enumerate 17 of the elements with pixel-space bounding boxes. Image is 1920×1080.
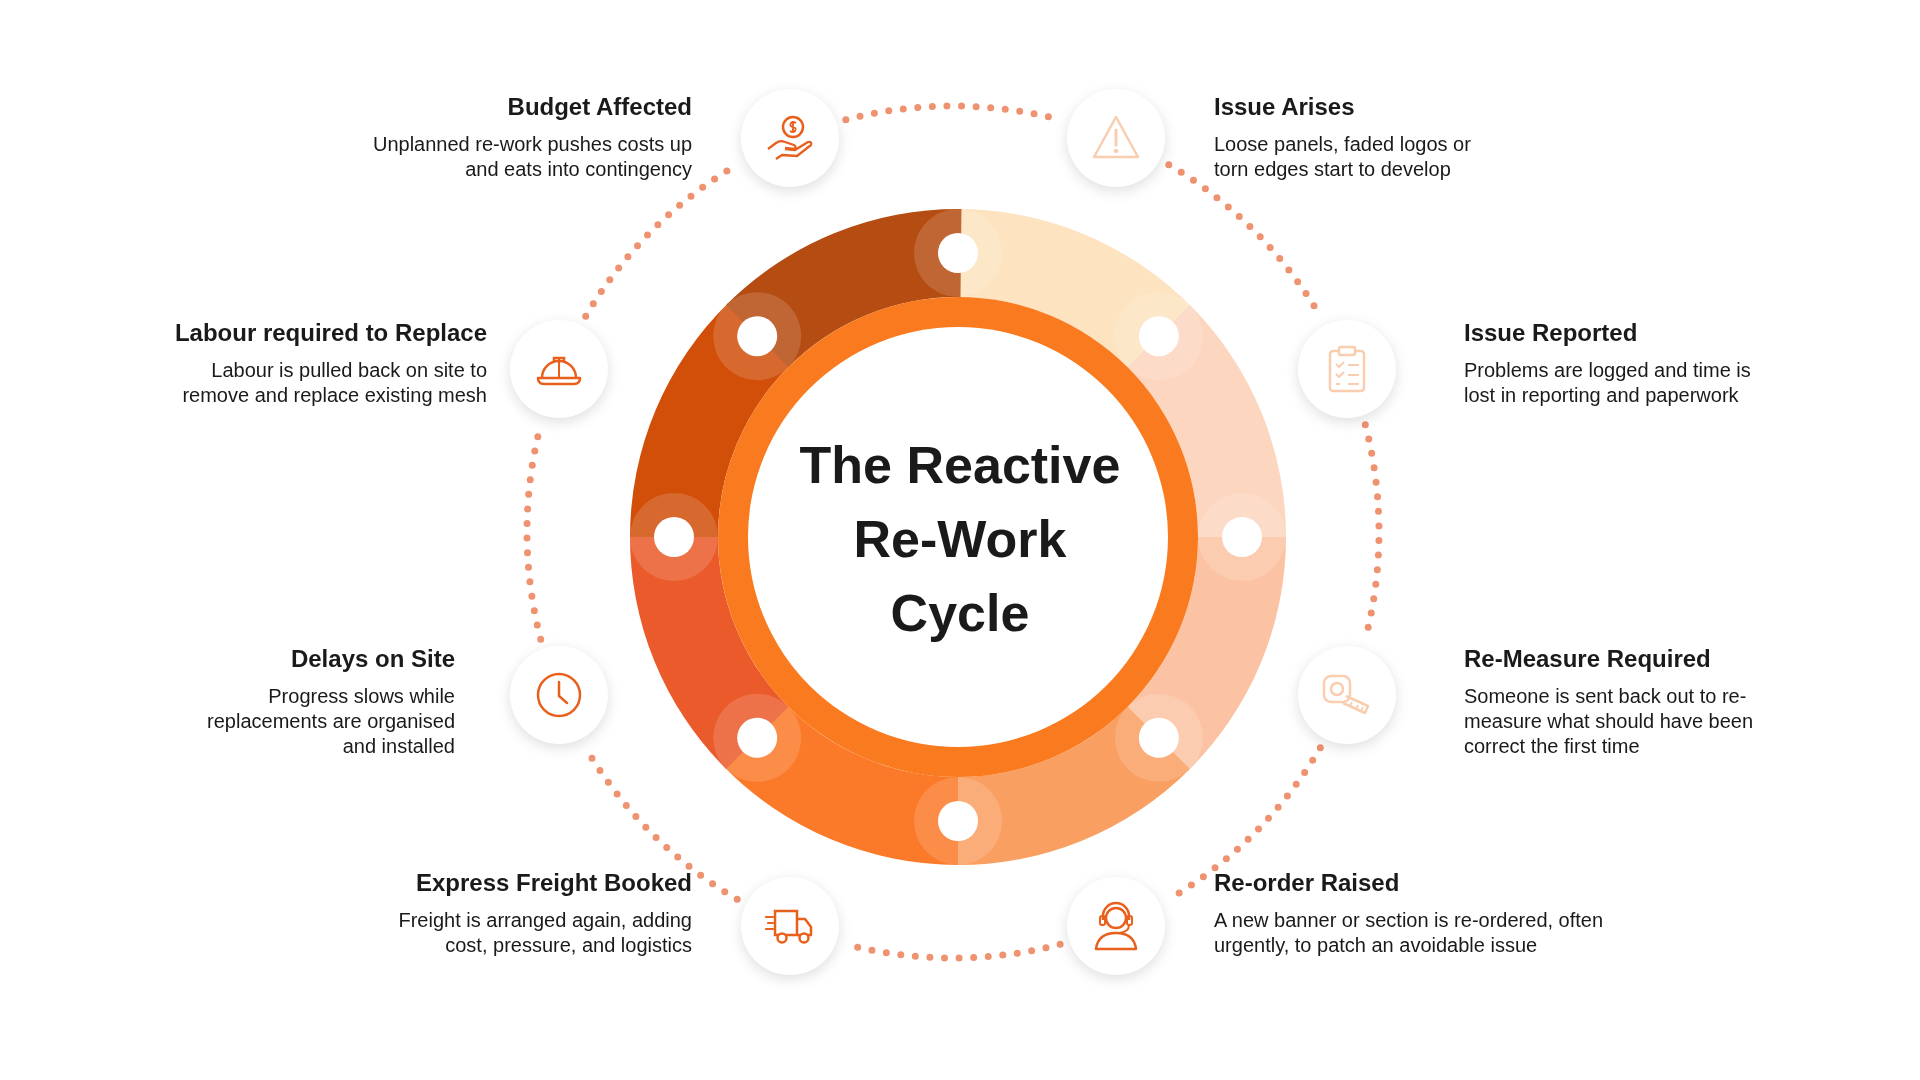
step-description: Labour is pulled back on site to remove and replace existing mesh xyxy=(181,358,487,408)
step-description: Problems are logged and time is lost in reporting and paperwork xyxy=(1464,358,1752,408)
step-heading: Express Freight Booked xyxy=(414,868,692,898)
step-heading: Re-Measure Required xyxy=(1464,644,1712,674)
step-heading: Delays on Site xyxy=(289,644,455,674)
step-heading: Labour required to Replace xyxy=(173,318,487,348)
step-heading: Budget Affected xyxy=(506,92,692,122)
step-description: Freight is arranged again, adding cost, pressure, and logistics xyxy=(397,908,692,958)
step-description: Progress slows while replacements are organised and installed xyxy=(206,684,455,759)
step-description: Someone is sent back out to re-measure what should have been correct the first time xyxy=(1464,684,1755,759)
diagram-title: The Reactive Re-Work Cycle xyxy=(798,435,1122,644)
step-description: Loose panels, faded logos or torn edges start to develop xyxy=(1214,132,1472,182)
step-description: Unplanned re-work pushes costs up and eats into contingency xyxy=(372,132,692,182)
step-description: A new banner or section is re-ordered, often urgently, to patch an avoidable issue xyxy=(1214,908,1605,958)
step-heading: Re-order Raised xyxy=(1214,868,1401,898)
step-heading: Issue Arises xyxy=(1214,92,1356,122)
step-heading: Issue Reported xyxy=(1464,318,1639,348)
